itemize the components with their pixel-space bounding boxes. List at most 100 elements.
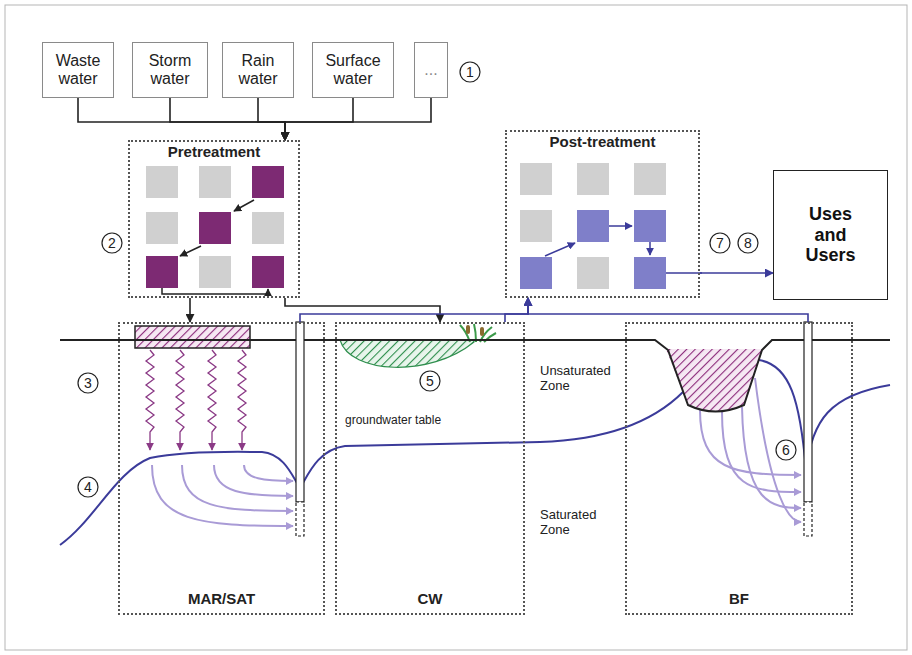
step-arrow	[649, 242, 651, 255]
box-label: Post-treatment	[550, 133, 656, 150]
step-arrow	[545, 243, 575, 256]
cattail	[480, 327, 484, 336]
grid-cell	[199, 166, 231, 198]
groundwater-line	[759, 360, 890, 470]
pond-water	[666, 349, 763, 412]
flow-path	[182, 465, 293, 511]
flow-path	[742, 407, 801, 508]
source-box: Storm water	[132, 42, 208, 98]
grid-cell	[577, 163, 609, 195]
grid-cell-active	[252, 166, 284, 198]
zone-label: Saturated Zone	[540, 508, 602, 538]
grid-cell-active	[146, 256, 178, 288]
callout-number: 3	[84, 375, 92, 391]
step-arrow	[234, 200, 254, 211]
well-screen	[296, 502, 304, 536]
box-label: Pretreatment	[168, 143, 261, 160]
step-arrow	[609, 225, 632, 227]
grid-cell	[634, 163, 666, 195]
post-treatment-grid	[520, 163, 702, 289]
callout-circle	[710, 233, 730, 253]
source-box: ...	[414, 42, 448, 98]
source-box: Waste water	[42, 42, 114, 98]
callout-number: 2	[108, 235, 116, 251]
flow-connector	[285, 298, 440, 322]
flow-connector	[505, 298, 528, 322]
callout-circle	[738, 233, 758, 253]
box-label: Storm water	[136, 52, 204, 89]
box-label: CW	[418, 590, 443, 607]
source-box: Rain water	[222, 42, 294, 98]
grid-cell-active	[634, 210, 666, 242]
flow-connector	[700, 272, 773, 274]
callout-circle	[420, 371, 440, 391]
flow-path	[152, 465, 293, 526]
infiltration-arrow	[176, 350, 184, 450]
callout-circle	[78, 373, 98, 393]
treatment-box: Pretreatment	[128, 140, 300, 298]
groundwater-line	[60, 392, 683, 545]
ground-surface	[60, 340, 890, 412]
flow-connector	[189, 298, 191, 322]
callout-circle	[776, 440, 796, 460]
system-box: MAR/SAT	[118, 322, 325, 615]
infiltration-arrow	[146, 350, 154, 450]
infiltration-arrow	[238, 350, 246, 450]
infiltration-arrow	[208, 350, 216, 450]
callout-circle	[78, 477, 98, 497]
cattail	[466, 325, 470, 334]
flow-connector	[170, 98, 285, 140]
pretreatment-grid	[146, 166, 284, 294]
grid-cell	[577, 257, 609, 289]
flow-path	[214, 465, 293, 496]
outlet-line	[666, 272, 702, 274]
groundwater-label: groundwater table	[343, 414, 443, 428]
source-box: Surface water	[312, 42, 394, 98]
callout-number: 8	[744, 235, 752, 251]
step-arrow	[180, 246, 201, 256]
callout-circles	[78, 62, 796, 497]
users-box: Uses and Users	[773, 170, 888, 300]
callout-number: 6	[782, 442, 790, 458]
callout-number: 5	[426, 373, 434, 389]
extraction-well	[296, 322, 304, 502]
grid-cell	[146, 166, 178, 198]
callout-number: 7	[716, 235, 724, 251]
well-screen	[804, 502, 812, 536]
box-label: MAR/SAT	[188, 590, 255, 607]
wetland-bed	[340, 340, 474, 367]
grid-cell-active	[520, 257, 552, 289]
grid-cell	[252, 212, 284, 244]
zone-label: Unsaturated Zone	[540, 364, 602, 394]
outer-frame	[5, 5, 907, 650]
flow-connector	[258, 98, 285, 140]
grid-cell	[146, 212, 178, 244]
flow-connector	[78, 98, 285, 140]
extraction-well	[804, 322, 812, 502]
callout-circle	[102, 233, 122, 253]
infiltration-basin	[135, 326, 250, 348]
box-label: BF	[729, 590, 749, 607]
grid-cell	[520, 210, 552, 242]
flow-connector	[285, 98, 353, 140]
grid-cell-active	[199, 212, 231, 244]
callout-number: 1	[466, 64, 474, 80]
grid-cell-active	[634, 257, 666, 289]
callout-circle	[460, 62, 480, 82]
grid-cell	[199, 256, 231, 288]
grid-cell	[520, 163, 552, 195]
box-label: Waste water	[46, 52, 110, 89]
system-box: BF	[625, 322, 853, 615]
grid-cell-active	[577, 210, 609, 242]
flow-connector	[528, 298, 808, 322]
step-arrow	[162, 288, 268, 294]
system-box: CW	[335, 322, 525, 615]
mar-sat-illustration	[146, 350, 293, 526]
grid-cell-active	[252, 256, 284, 288]
callout-number: 4	[84, 479, 92, 495]
box-label: Rain water	[226, 52, 290, 89]
